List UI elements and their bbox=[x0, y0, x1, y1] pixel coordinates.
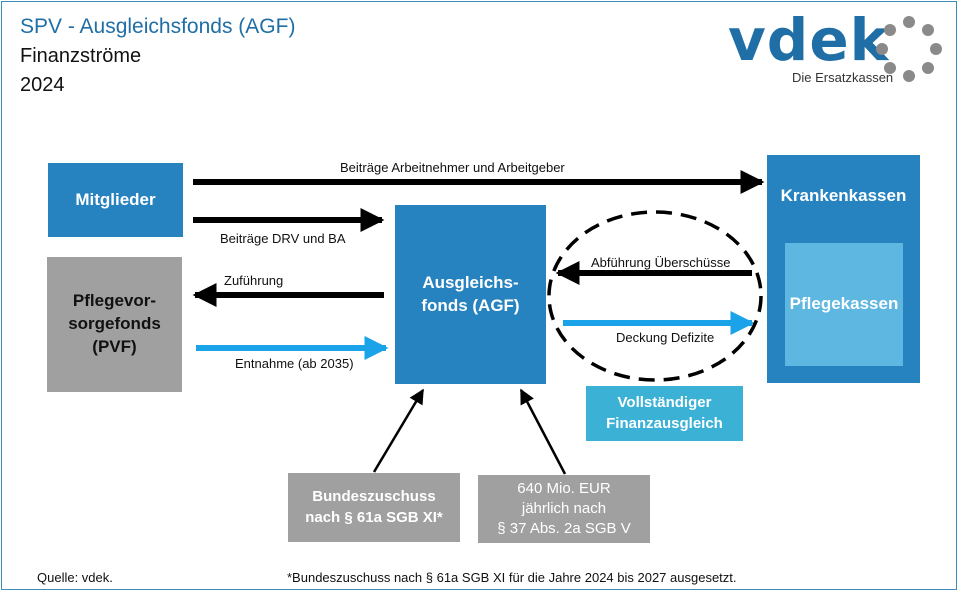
node-finanzausgleich: Vollständiger Finanzausgleich bbox=[586, 386, 743, 441]
arrow-mio bbox=[519, 388, 567, 475]
label-beitraege-an-ag: Beiträge Arbeitnehmer und Arbeitgeber bbox=[340, 160, 565, 175]
node-pflegekassen: Pflegekassen bbox=[785, 243, 903, 366]
footer-source: Quelle: vdek. bbox=[37, 570, 113, 585]
node-mitglieder: Mitglieder bbox=[48, 163, 183, 237]
node-bundeszuschuss: Bundeszuschuss nach § 61a SGB XI* bbox=[288, 473, 460, 542]
label-deckung: Deckung Defizite bbox=[616, 330, 715, 345]
label-abfuehrung: Abführung Überschüsse bbox=[591, 255, 731, 270]
node-agf: Ausgleichs- fonds (AGF) bbox=[395, 205, 546, 384]
node-pvf: Pflegevor- sorgefonds (PVF) bbox=[47, 257, 182, 392]
label-entnahme: Entnahme (ab 2035) bbox=[235, 356, 354, 371]
page-title: SPV - Ausgleichsfonds (AGF) bbox=[20, 15, 296, 38]
logo-ring-icon bbox=[876, 16, 942, 82]
label-beitraege-drv: Beiträge DRV und BA bbox=[220, 231, 346, 246]
finanzausgleich-ellipse bbox=[547, 210, 763, 382]
logo-word: vdek bbox=[728, 6, 890, 74]
vdek-logo: vdek Die Ersatzkassen bbox=[728, 6, 948, 94]
node-mio: 640 Mio. EUR jährlich nach § 37 Abs. 2a … bbox=[478, 475, 650, 543]
logo-tagline: Die Ersatzkassen bbox=[792, 70, 894, 85]
footer-note: *Bundeszuschuss nach § 61a SGB XI für di… bbox=[287, 570, 737, 585]
page-subtitle: Finanzströme bbox=[20, 45, 142, 67]
label-zufuehrung: Zuführung bbox=[224, 273, 284, 288]
arrow-bundeszuschuss bbox=[372, 388, 425, 473]
page-year: 2024 bbox=[20, 74, 65, 96]
